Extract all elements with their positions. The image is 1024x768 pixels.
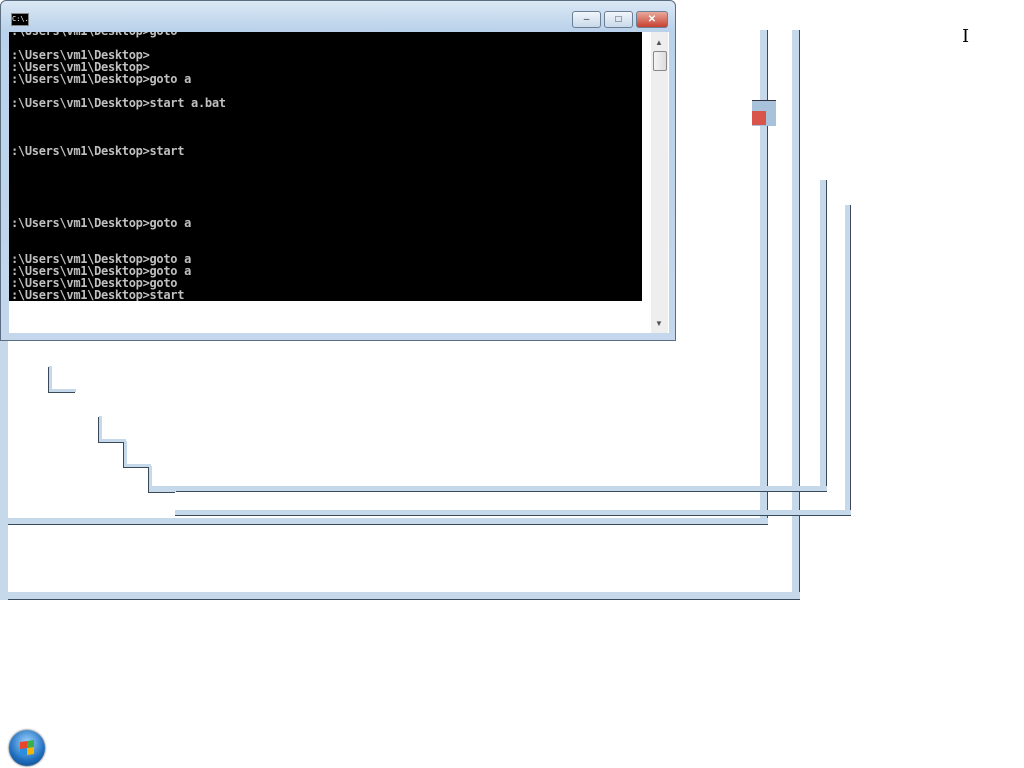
- console-area[interactable]: :\Users\vm1\Desktop>goto:\Users\vm1\Desk…: [9, 32, 669, 333]
- scroll-up-arrow-icon[interactable]: ▲: [655, 38, 663, 47]
- console-output: :\Users\vm1\Desktop>goto:\Users\vm1\Desk…: [9, 32, 642, 301]
- console-line: :\Users\vm1\Desktop>goto: [11, 276, 178, 290]
- console-line: :\Users\vm1\Desktop>: [11, 60, 150, 74]
- windows-logo-icon: [20, 740, 34, 756]
- ghost-window-frame: [820, 180, 827, 492]
- scroll-down-arrow-icon[interactable]: ▼: [655, 319, 663, 328]
- start-button[interactable]: [9, 730, 45, 766]
- vertical-scrollbar[interactable]: ▲ ▼: [651, 32, 668, 333]
- ghost-corner: [124, 441, 151, 467]
- console-line: :\Users\vm1\Desktop>: [11, 48, 150, 62]
- ghost-window-frame: [792, 30, 800, 600]
- console-line: :\Users\vm1\Desktop>goto a: [11, 264, 192, 278]
- console-line: :\Users\vm1\Desktop>goto: [11, 32, 178, 37]
- scroll-thumb[interactable]: [653, 51, 667, 71]
- close-button[interactable]: ✕: [636, 11, 668, 28]
- ghost-window-frame: [760, 30, 768, 525]
- minimize-button[interactable]: –: [572, 11, 601, 28]
- text-cursor-icon: I: [962, 26, 970, 47]
- cmd-icon: C:\.: [11, 13, 29, 26]
- console-line: :\Users\vm1\Desktop>start: [11, 288, 185, 301]
- ghost-corner: [149, 466, 176, 492]
- console-line: :\Users\vm1\Desktop>start: [11, 144, 185, 158]
- ghost-corner: [99, 416, 126, 442]
- ghost-window-frame: [150, 486, 827, 492]
- ghost-window-frame: [0, 592, 800, 600]
- ghost-window-frame: [845, 205, 851, 516]
- ghost-titlebar-fragment: [752, 100, 776, 126]
- console-line: :\Users\vm1\Desktop>goto a: [11, 216, 192, 230]
- ghost-window-frame: [0, 340, 8, 525]
- ghost-window-frame: [0, 518, 768, 525]
- ghost-window-frame: [0, 525, 8, 600]
- ghost-window-frame: [175, 510, 851, 516]
- ghost-corner: [49, 366, 76, 392]
- console-line: :\Users\vm1\Desktop>goto a: [11, 252, 192, 266]
- command-prompt-window[interactable]: C:\. – □ ✕ :\Users\vm1\Desktop>goto:\Use…: [0, 0, 676, 341]
- console-line: :\Users\vm1\Desktop>goto a: [11, 72, 192, 86]
- console-line: :\Users\vm1\Desktop>start a.bat: [11, 96, 226, 110]
- maximize-button[interactable]: □: [604, 11, 633, 28]
- ghost-close-icon: [752, 111, 766, 125]
